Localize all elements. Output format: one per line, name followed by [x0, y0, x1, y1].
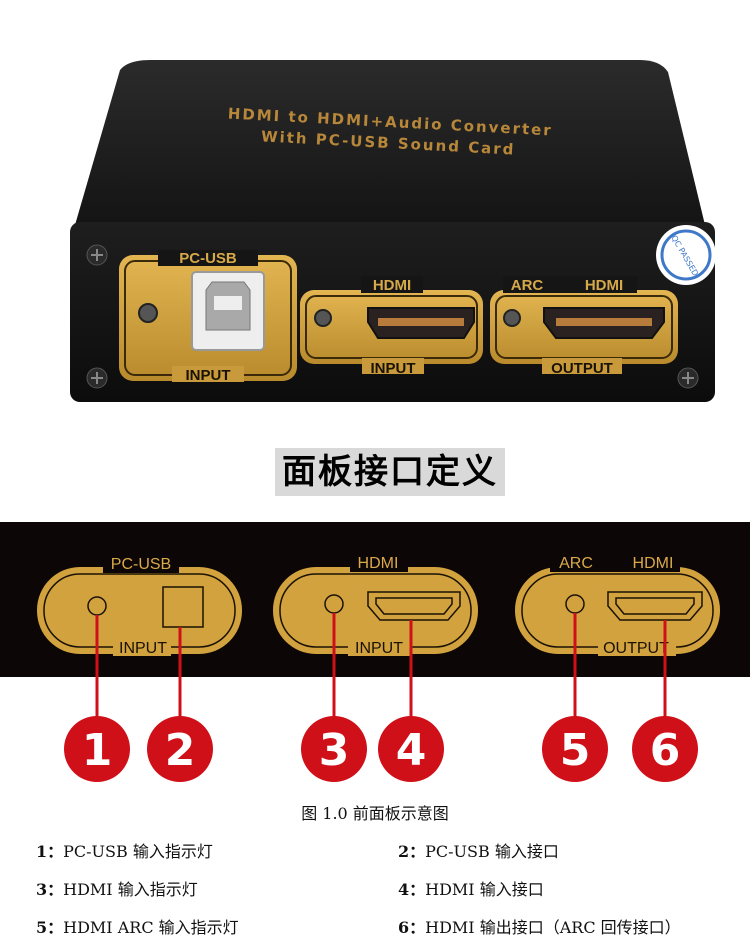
- figure-caption: 图 1.0 前面板示意图: [301, 804, 449, 823]
- legend-item-text: HDMI ARC 输入指示灯: [63, 918, 239, 937]
- hdmi-port-icon: [367, 591, 461, 621]
- legend-item-text: PC-USB 输入接口: [425, 842, 559, 861]
- panel-pcusb-plate: PC-USB INPUT: [37, 555, 242, 657]
- callout-2: 2: [147, 716, 213, 782]
- legend-item-5: 5：HDMI ARC 输入指示灯: [36, 914, 239, 938]
- legend-item-number: 2：: [398, 842, 426, 861]
- screw-icon: [86, 244, 108, 266]
- callout-5-number: 5: [560, 725, 591, 776]
- panel-hdmi-out-label: HDMI: [633, 555, 674, 572]
- callout-6: 6: [632, 716, 698, 782]
- legend-item-number: 1：: [36, 842, 64, 861]
- led-icon: [503, 309, 521, 327]
- front-panel-diagram: PC-USB INPUT HDMI INPUT ARC HDMI OUTPUT: [37, 554, 720, 782]
- led-icon: [314, 309, 332, 327]
- hdmi-port-icon: [367, 307, 475, 339]
- legend-item-text: HDMI 输入接口: [425, 880, 544, 899]
- device-hdmi-in-plate: HDMI INPUT: [300, 276, 483, 377]
- legend-item-4: 4：HDMI 输入接口: [398, 876, 544, 900]
- callout-4: 4: [378, 716, 444, 782]
- panel-pcusb-sub: INPUT: [119, 640, 167, 657]
- device-pcusb-plate: PC-USB INPUT: [119, 250, 297, 384]
- panel-hdmi-in-plate: HDMI INPUT: [273, 554, 478, 657]
- led-icon: [138, 303, 158, 323]
- section-title: 面板接口定义: [275, 448, 505, 496]
- legend-item-number: 4：: [398, 880, 426, 899]
- legend-item-number: 6：: [398, 918, 426, 937]
- callout-6-number: 6: [650, 725, 681, 776]
- callout-5: 5: [542, 716, 608, 782]
- device-hdmi-in-sub: INPUT: [371, 360, 416, 377]
- panel-arc-label: ARC: [559, 555, 593, 572]
- panel-hdmi-out-plate: ARC HDMI OUTPUT: [515, 554, 720, 657]
- callout-2-number: 2: [165, 725, 196, 776]
- device-arc-label: ARC: [511, 277, 544, 294]
- legend-item-number: 5：: [36, 918, 64, 937]
- screw-icon: [677, 367, 699, 389]
- legend-item-text: HDMI 输出接口（ARC 回传接口）: [425, 918, 681, 937]
- legend-item-3: 3：HDMI 输入指示灯: [36, 876, 198, 900]
- panel-hdmi-in-label: HDMI: [358, 555, 399, 572]
- callout-1: 1: [64, 716, 130, 782]
- device-hdmi-in-label: HDMI: [373, 277, 411, 294]
- panel-hdmi-in-sub: INPUT: [355, 640, 403, 657]
- panel-hdmi-out-sub: OUTPUT: [603, 640, 669, 657]
- device-pcusb-label: PC-USB: [179, 250, 237, 267]
- device-hdmi-out-label: HDMI: [585, 277, 623, 294]
- callout-3: 3: [301, 716, 367, 782]
- legend-item-1: 1：PC-USB 输入指示灯: [36, 838, 213, 862]
- hdmi-port-icon: [543, 307, 665, 339]
- screw-icon: [86, 367, 108, 389]
- device-hdmi-out-sub: OUTPUT: [551, 360, 613, 377]
- device-hdmi-out-plate: ARC HDMI OUTPUT: [490, 276, 678, 377]
- usb-port-icon: [162, 586, 204, 628]
- usb-b-port-icon: [191, 271, 265, 351]
- callout-1-number: 1: [82, 725, 113, 776]
- hdmi-port-icon: [607, 591, 703, 621]
- device-top-face: [75, 60, 705, 225]
- qc-sticker: QC PASSED: [656, 225, 716, 285]
- device-pcusb-sub: INPUT: [186, 367, 231, 384]
- callout-4-number: 4: [396, 725, 427, 776]
- legend-item-6: 6：HDMI 输出接口（ARC 回传接口）: [398, 914, 681, 938]
- legend-item-number: 3：: [36, 880, 64, 899]
- legend-item-text: HDMI 输入指示灯: [63, 880, 198, 899]
- panel-pcusb-label: PC-USB: [111, 556, 171, 573]
- device-photo: HDMI to HDMI+Audio Converter With PC-USB…: [70, 60, 716, 402]
- callout-3-number: 3: [319, 725, 350, 776]
- legend-item-2: 2：PC-USB 输入接口: [398, 838, 559, 862]
- legend-item-text: PC-USB 输入指示灯: [63, 842, 213, 861]
